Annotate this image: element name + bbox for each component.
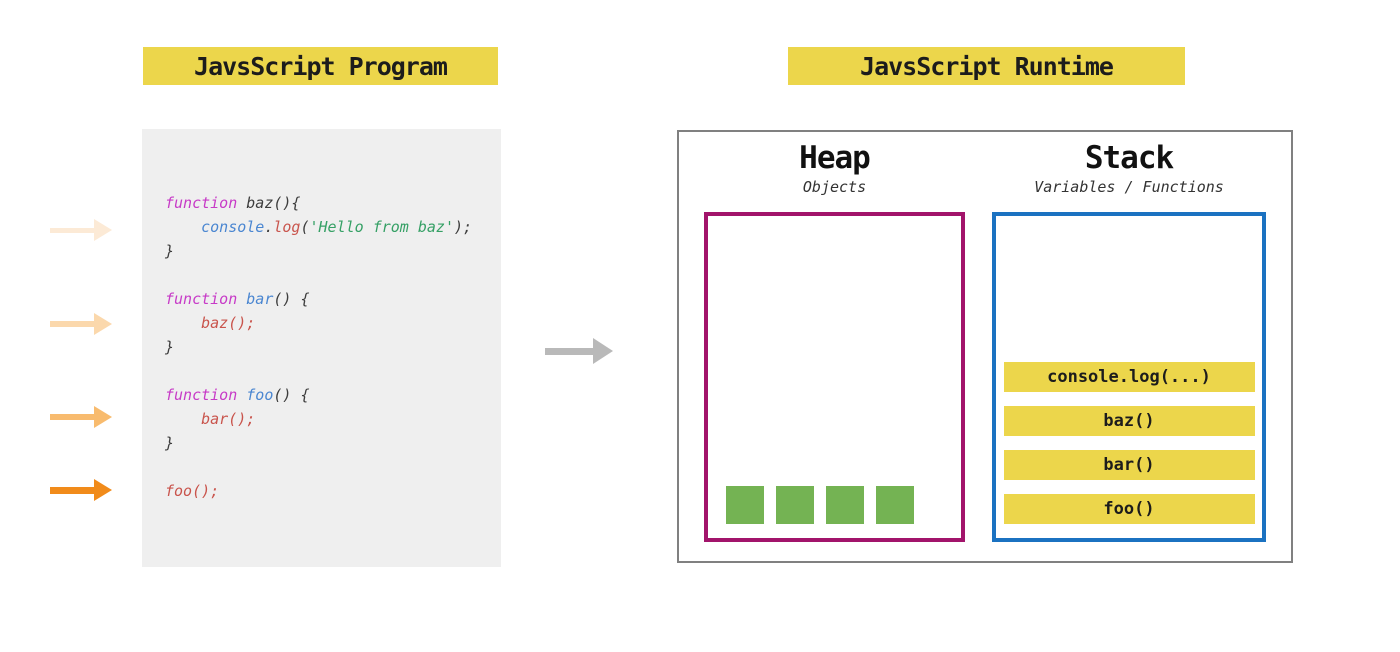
stack-label: Stack [1084, 140, 1174, 176]
code-line: function bar() { [165, 287, 472, 311]
stack-frame: baz() [1003, 406, 1255, 436]
program-title-banner: JavsScript Program [143, 47, 498, 85]
heap-object-square [776, 486, 814, 524]
stack-sublabel: Variables / Functions [1034, 178, 1224, 196]
code-line: foo(); [165, 479, 472, 503]
program-to-runtime-arrow-icon [545, 338, 613, 364]
code-line [165, 455, 472, 479]
arrow-head [94, 313, 112, 335]
code-token-plain: . [264, 218, 274, 236]
stack-heading: Stack Variables / Functions [992, 140, 1266, 196]
code-token-plain [165, 218, 201, 236]
arrow-head [94, 219, 112, 241]
code-token-kw: function [165, 290, 238, 308]
program-title: JavsScript Program [194, 51, 448, 81]
stack-frame: console.log(...) [1003, 362, 1255, 392]
arrow-shaft [50, 414, 94, 420]
arrow-shaft [50, 321, 94, 327]
code-line [165, 359, 472, 383]
heap-sublabel: Objects [802, 178, 867, 196]
runtime-title-banner: JavsScript Runtime [788, 47, 1185, 85]
code-token-call: bar(); [201, 410, 256, 428]
arrow-head [94, 406, 112, 428]
code-token-kw: function [165, 386, 238, 404]
code-token-plain: ( [300, 218, 310, 236]
arrow-head [593, 338, 613, 364]
code-line: baz(); [165, 311, 472, 335]
code-token-str: 'Hello from baz' [309, 218, 455, 236]
runtime-panel: Heap Objects Stack Variables / Functions… [677, 130, 1293, 563]
code-token-plain: () { [273, 290, 310, 308]
code-line: console.log('Hello from baz'); [165, 215, 472, 239]
arrow-shaft [50, 227, 94, 233]
arrow-shaft [50, 486, 94, 494]
code-token-fname: foo [246, 386, 274, 404]
execution-arrow-icon [50, 219, 112, 241]
code-token-call: foo(); [165, 482, 220, 500]
heap-objects [708, 486, 914, 538]
heap-object-square [826, 486, 864, 524]
heap-object-square [726, 486, 764, 524]
execution-arrow-icon [50, 313, 112, 335]
code-token-plain [165, 410, 201, 428]
arrow-shaft [545, 347, 593, 355]
code-token-fname: console [201, 218, 265, 236]
code-token-call: baz(); [201, 314, 256, 332]
code-token-plain: baz(){ [237, 194, 301, 212]
code-line: } [165, 431, 472, 455]
code-panel: function baz(){ console.log('Hello from … [142, 129, 501, 567]
code-token-plain: } [165, 242, 175, 260]
code-line: } [165, 239, 472, 263]
runtime-title: JavsScript Runtime [860, 51, 1114, 81]
code-line [165, 263, 472, 287]
arrow-head [94, 479, 112, 501]
code-line: bar(); [165, 407, 472, 431]
execution-arrow-icon [50, 479, 112, 501]
code-token-fname: bar [246, 290, 274, 308]
code-line: } [165, 335, 472, 359]
code-token-kw: function [165, 194, 238, 212]
heap-label: Heap [799, 140, 871, 176]
code-line: function foo() { [165, 383, 472, 407]
code-token-call: log [273, 218, 301, 236]
code-token-plain [237, 290, 246, 308]
code-token-plain [165, 314, 201, 332]
heap-box [704, 212, 965, 542]
stack-frame: foo() [1003, 494, 1255, 524]
heap-object-square [876, 486, 914, 524]
code-block: function baz(){ console.log('Hello from … [165, 191, 472, 503]
code-token-plain: ); [454, 218, 473, 236]
stack-box: console.log(...) baz() bar() foo() [992, 212, 1266, 542]
execution-arrow-icon [50, 406, 112, 428]
code-token-plain: } [165, 338, 175, 356]
code-token-plain: () { [273, 386, 310, 404]
heap-heading: Heap Objects [704, 140, 965, 196]
code-line: function baz(){ [165, 191, 472, 215]
code-token-plain: } [165, 434, 175, 452]
code-token-plain [237, 386, 246, 404]
stack-frame: bar() [1003, 450, 1255, 480]
